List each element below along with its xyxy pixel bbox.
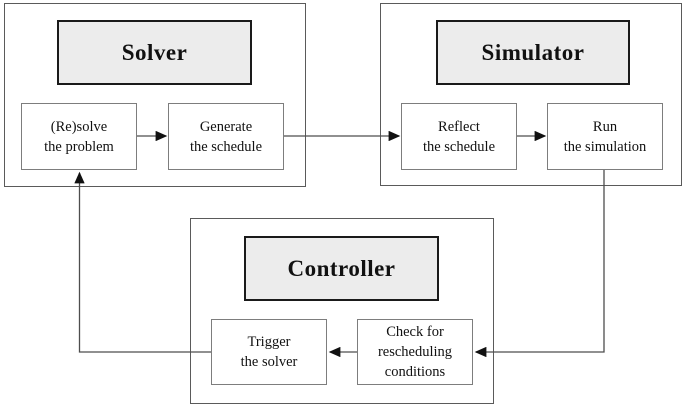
step-reflect-the-schedule: Reflect the schedule [401,103,517,170]
step-resolve-the-problem: (Re)solve the problem [21,103,137,170]
simulator-title: Simulator [436,20,630,85]
step-generate-the-schedule: Generate the schedule [168,103,284,170]
step-check-rescheduling-conditions: Check for rescheduling conditions [357,319,473,385]
step-trigger-the-solver: Trigger the solver [211,319,327,385]
controller-title: Controller [244,236,439,301]
solver-title: Solver [57,20,252,85]
step-run-the-simulation: Run the simulation [547,103,663,170]
arrow-run-to-check [474,170,605,358]
